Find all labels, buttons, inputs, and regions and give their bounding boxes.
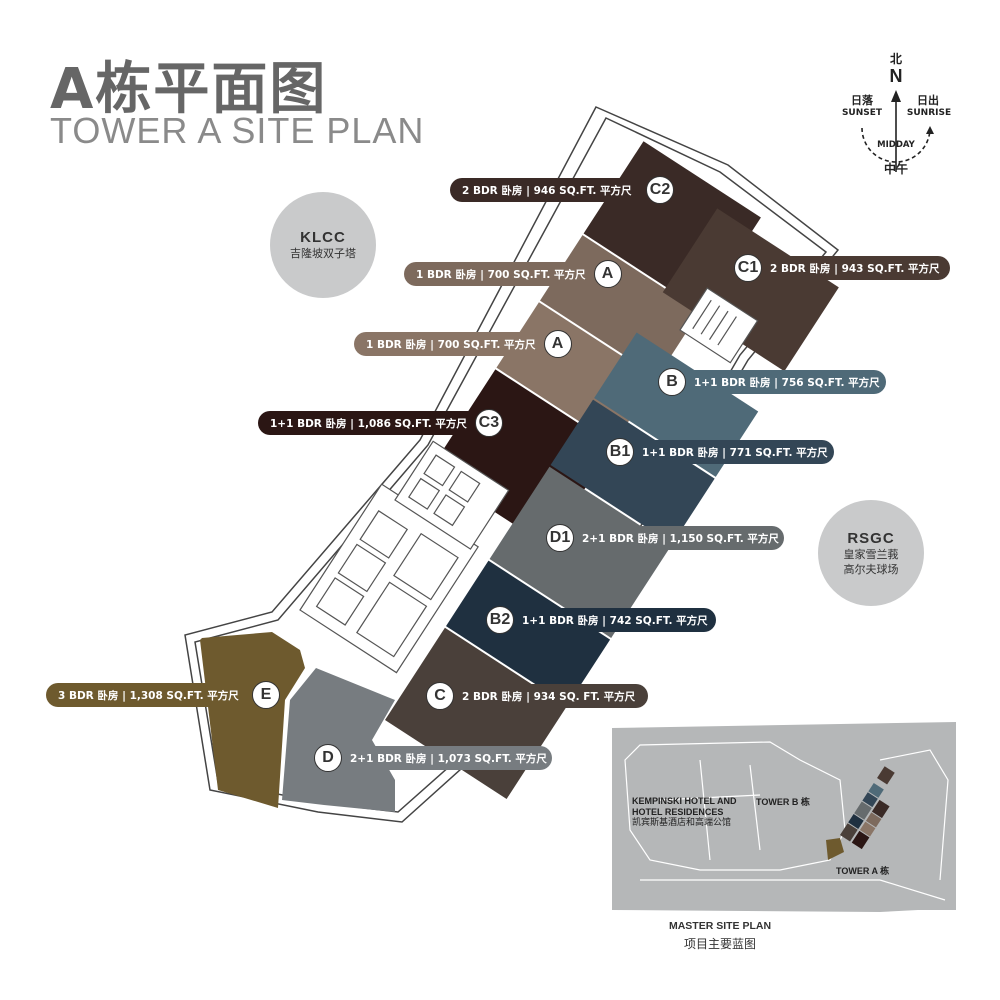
landmark-rsgc: RSGC 皇家雪兰莪 高尔夫球场 (818, 500, 924, 606)
label-a2-text: 1 BDR 卧房 | 700 SQ.FT. 平方尺 (366, 338, 536, 351)
label-c3[interactable]: 1+1 BDR 卧房 | 1,086 SQ.FT. 平方尺 C3 (258, 409, 504, 437)
label-b[interactable]: B 1+1 BDR 卧房 | 756 SQ.FT. 平方尺 (656, 368, 886, 396)
badge-d: D (314, 744, 342, 772)
label-b2[interactable]: B2 1+1 BDR 卧房 | 742 SQ.FT. 平方尺 (484, 606, 716, 634)
midday-cn: 中午 (883, 162, 908, 176)
label-c1-text: 2 BDR 卧房 | 943 SQ.FT. 平方尺 (770, 262, 940, 275)
label-a1[interactable]: 1 BDR 卧房 | 700 SQ.FT. 平方尺 A (404, 260, 622, 288)
badge-b1: B1 (606, 438, 634, 466)
unit-b1[interactable] (550, 399, 715, 545)
label-c1[interactable]: C1 2 BDR 卧房 | 943 SQ.FT. 平方尺 (732, 254, 950, 282)
badge-c3: C3 (474, 409, 503, 437)
sunset-label: SUNSET (841, 108, 883, 118)
master-site-plan-caption: MASTER SITE PLAN 项目主要蓝图 (640, 920, 800, 952)
badge-d1: D1 (546, 524, 574, 552)
page-title-en: TOWER A SITE PLAN (50, 110, 425, 151)
badge-e: E (252, 681, 280, 709)
label-a2[interactable]: 1 BDR 卧房 | 700 SQ.FT. 平方尺 A (354, 330, 572, 358)
page-title-cn: A栋平面图 (50, 57, 328, 122)
badge-c1: C1 (734, 254, 762, 282)
north-cn: 北 (889, 52, 902, 66)
sunset-cn: 日落 (851, 94, 873, 107)
kempinski-label: KEMPINSKI HOTEL AND HOTEL RESIDENCES 凯宾斯… (632, 796, 737, 829)
label-b1[interactable]: B1 1+1 BDR 卧房 | 771 SQ.FT. 平方尺 (604, 438, 834, 466)
badge-b: B (658, 368, 686, 396)
label-e-text: 3 BDR 卧房 | 1,308 SQ.FT. 平方尺 (58, 689, 239, 702)
unit-d1[interactable] (489, 466, 672, 638)
label-d-text: 2+1 BDR 卧房 | 1,073 SQ.FT. 平方尺 (350, 752, 547, 765)
kempinski-line1: KEMPINSKI HOTEL AND (632, 796, 737, 806)
label-d1[interactable]: D1 2+1 BDR 卧房 | 1,150 SQ.FT. 平方尺 (544, 524, 784, 552)
unit-b2[interactable] (445, 560, 611, 706)
tower-b-label: TOWER B 栋 (756, 797, 810, 807)
label-a1-text: 1 BDR 卧房 | 700 SQ.FT. 平方尺 (416, 268, 586, 281)
north-letter: N (889, 66, 903, 86)
label-c2-text: 2 BDR 卧房 | 946 SQ.FT. 平方尺 (462, 184, 632, 197)
master-site-plan-map (612, 722, 956, 912)
label-b2-text: 1+1 BDR 卧房 | 742 SQ.FT. 平方尺 (522, 614, 708, 627)
rsgc-name: RSGC (847, 529, 895, 547)
rsgc-cn2: 高尔夫球场 (843, 562, 899, 576)
label-c[interactable]: C 2 BDR 卧房 | 934 SQ. FT. 平方尺 (424, 682, 648, 710)
master-caption-cn: 项目主要蓝图 (683, 937, 756, 951)
landmark-klcc: KLCC 吉隆坡双子塔 (270, 192, 376, 298)
badge-a1: A (593, 260, 622, 288)
label-e[interactable]: 3 BDR 卧房 | 1,308 SQ.FT. 平方尺 E (46, 681, 282, 709)
sunrise-cn: 日出 (917, 94, 939, 107)
unit-e[interactable] (200, 632, 305, 808)
label-d[interactable]: D 2+1 BDR 卧房 | 1,073 SQ.FT. 平方尺 (312, 744, 552, 772)
rsgc-cn1: 皇家雪兰莪 (843, 547, 899, 561)
badge-c2: C2 (646, 176, 674, 204)
unit-c1[interactable] (662, 208, 839, 372)
label-c2[interactable]: 2 BDR 卧房 | 946 SQ.FT. 平方尺 C2 (450, 176, 676, 204)
unit-d[interactable] (282, 668, 395, 812)
kempinski-cn: 凯宾斯基酒店和高端公馆 (632, 818, 732, 828)
klcc-cn: 吉隆坡双子塔 (290, 247, 356, 260)
label-d1-text: 2+1 BDR 卧房 | 1,150 SQ.FT. 平方尺 (582, 532, 779, 545)
kempinski-line2: HOTEL RESIDENCES (632, 807, 724, 817)
klcc-name: KLCC (300, 229, 346, 246)
label-b1-text: 1+1 BDR 卧房 | 771 SQ.FT. 平方尺 (642, 446, 828, 459)
lift-core (299, 287, 759, 674)
badge-c: C (426, 682, 454, 710)
label-c3-text: 1+1 BDR 卧房 | 1,086 SQ.FT. 平方尺 (270, 417, 467, 430)
compass-graphic (861, 90, 934, 172)
label-c-text: 2 BDR 卧房 | 934 SQ. FT. 平方尺 (462, 690, 636, 703)
label-b-text: 1+1 BDR 卧房 | 756 SQ.FT. 平方尺 (694, 376, 880, 389)
badge-b2: B2 (486, 606, 514, 634)
badge-a2: A (543, 330, 572, 358)
midday-label: MIDDAY (877, 140, 915, 150)
tower-a-label: TOWER A 栋 (836, 866, 890, 876)
master-caption-en: MASTER SITE PLAN (668, 920, 772, 932)
sunrise-label: SUNRISE (906, 108, 952, 118)
